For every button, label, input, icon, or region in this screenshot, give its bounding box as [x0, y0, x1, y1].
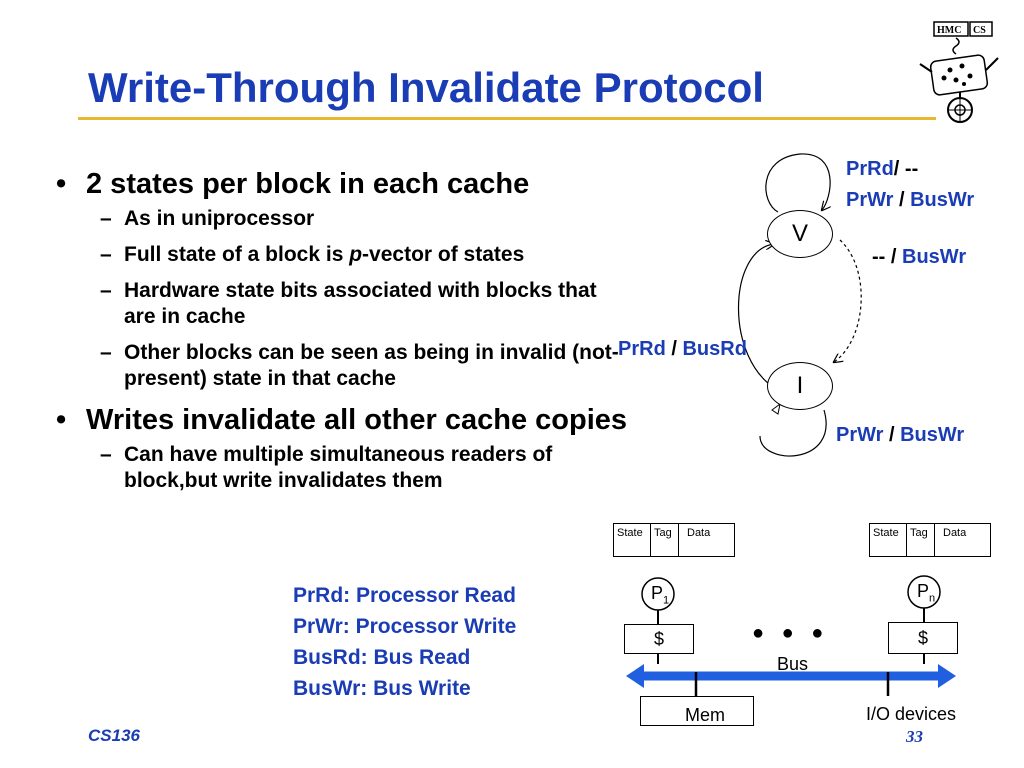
sub-bullet-text: As in uniprocessor — [124, 207, 315, 230]
memory-label: Mem — [685, 705, 725, 725]
i-to-v-label: PrRd / BusRd — [618, 338, 747, 360]
sub-bullet-text: Hardware state bits associated with bloc… — [124, 279, 597, 328]
sub-bullet-item: –Hardware state bits associated with blo… — [100, 279, 597, 328]
sub-bullet-item: –As in uniprocessor — [100, 207, 315, 230]
bullet-item: •Writes invalidate all other cache copie… — [56, 404, 628, 436]
state-i-node: I — [767, 362, 833, 410]
bullet-text: Writes invalidate all other cache copies — [86, 404, 628, 436]
sub-bullet-text: Other blocks can be seen as being in inv… — [124, 341, 619, 390]
cache-box-right: $ — [888, 622, 958, 654]
processor-left-label: P1 — [651, 583, 670, 607]
sub-bullet-text: -vector of states — [362, 243, 525, 266]
cache-label: $ — [917, 628, 928, 648]
processor-right-label: Pn — [917, 581, 936, 605]
memory-box: Mem — [640, 696, 754, 726]
legend-item: BusWr: Bus Write — [293, 677, 471, 700]
sub-bullet-text: Can have multiple simultaneous readers o… — [124, 443, 553, 492]
sub-bullet-text: Full state of a block is — [124, 243, 350, 266]
title-underline — [78, 117, 936, 120]
bus-arrow-right — [938, 664, 956, 688]
i-to-v-arrow — [738, 244, 779, 391]
hmc-cs-logo-icon: HMC CS — [919, 21, 999, 123]
io-devices-label: I/O devices — [866, 704, 957, 724]
sub-bullet-italic: p — [349, 243, 363, 266]
bus-arrow-left — [626, 664, 644, 688]
v-to-i-label: -- / BusWr — [872, 246, 967, 268]
bullet-list: •2 states per block in each cache –As in… — [48, 166, 628, 504]
bullet-text: 2 states per block in each cache — [86, 168, 530, 200]
footer-page-number: 33 — [906, 727, 923, 746]
sub-bullet-item: –Full state of a block is p-vector of st… — [100, 243, 525, 266]
svg-text:CS: CS — [973, 25, 986, 36]
cache-header-right: State Tag Data — [869, 523, 991, 557]
cache-header-left: State Tag Data — [613, 523, 735, 557]
legend-item: PrWr: Processor Write — [293, 615, 517, 638]
bus-diagram — [626, 575, 956, 696]
cache-box-left: $ — [624, 624, 694, 654]
bullet-item: •2 states per block in each cache — [56, 168, 530, 200]
sub-bullet-item: –Can have multiple simultaneous readers … — [100, 443, 553, 492]
v-to-i-arrow — [834, 239, 862, 362]
i-self-loop — [759, 409, 827, 457]
state-transition-arrows — [738, 153, 862, 457]
abbreviation-legend: PrRd: Processor Read PrWr: Processor Wri… — [293, 580, 516, 704]
i-loop-label: PrWr / BusWr — [836, 424, 965, 446]
v-self-loop — [765, 153, 830, 213]
processor-ellipsis: ● ● ● — [752, 622, 830, 644]
v-loop-label-read: PrRd/ -- — [846, 158, 919, 180]
legend-item: BusRd: Bus Read — [293, 646, 471, 669]
legend-item: PrRd: Processor Read — [293, 584, 516, 607]
svg-text:HMC: HMC — [937, 25, 961, 36]
state-v-node: V — [767, 210, 833, 258]
sub-bullet-item: –Other blocks can be seen as being in in… — [100, 341, 619, 390]
v-loop-label-write: PrWr / BusWr — [846, 189, 975, 211]
footer-course: CS136 — [88, 726, 140, 745]
slide-title: Write-Through Invalidate Protocol — [88, 64, 764, 111]
cache-label: $ — [653, 629, 664, 649]
bus-label: Bus — [777, 654, 809, 674]
